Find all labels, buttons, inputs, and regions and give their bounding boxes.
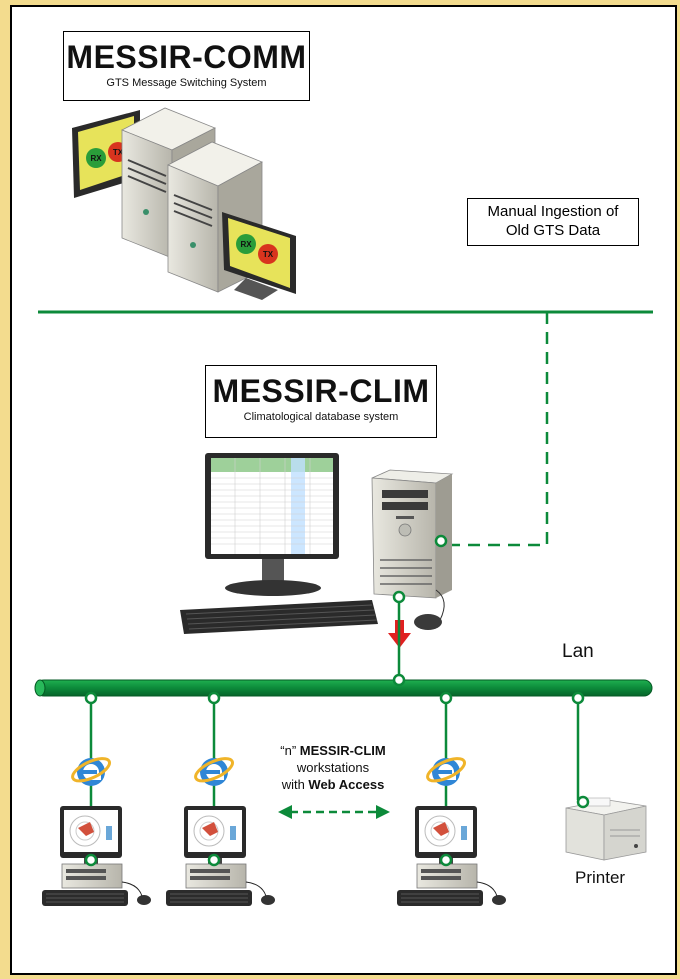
rx-tx-monitor-right-icon: RX TX [222,212,296,300]
web-access-double-arrow [278,805,390,819]
workstation-3 [396,805,507,907]
manual-ingestion-box: Manual Ingestion of Old GTS Data [467,198,639,246]
internet-explorer-icon [423,752,470,788]
keyboard-icon [180,600,378,634]
desktop-computer-icon [371,469,454,599]
internet-explorer-icon [191,752,238,788]
clim-lan-node [392,590,406,604]
workstations-with: with [281,777,309,792]
manual-ingestion-dashed-link [446,312,549,547]
rx-label: RX [90,154,102,163]
lan-label: Lan [562,641,594,662]
rx-label: RX [240,240,252,249]
printer-label: Printer [575,868,626,887]
workstation-2 [165,805,276,907]
workstations-count: “n” [280,743,300,758]
internet-explorer-icon [68,752,115,788]
messir-clim-title-box: MESSIR-CLIM Climatological database syst… [205,365,437,438]
workstations-caption: “n” MESSIR-CLIM workstations with Web Ac… [258,742,408,793]
tx-label: TX [263,250,274,259]
messir-comm-title-box: MESSIR-COMM GTS Message Switching System [63,31,310,101]
messir-comm-subtitle: GTS Message Switching System [106,77,267,89]
manual-ingestion-line2: Old GTS Data [505,222,601,239]
workstation-1 [41,805,152,907]
mouse-icon [414,589,445,630]
tx-label: TX [113,148,124,157]
printer-icon [565,797,647,861]
clim-monitor-icon [205,453,339,596]
comm-servers: RX TX RX TX [72,107,296,300]
clim-dashed-node [434,534,448,548]
messir-clim-title: MESSIR-CLIM [212,373,430,409]
lan-node [392,673,406,687]
manual-ingestion-line1: Manual Ingestion of [487,203,619,220]
workstations-web-access: Web Access [308,777,385,792]
messir-comm-title: MESSIR-COMM [66,39,307,75]
messir-clim-subtitle: Climatological database system [243,411,399,423]
workstations-line2: workstations [296,760,370,775]
lan-bus [34,679,653,697]
workstations-product: MESSIR-CLIM [299,743,386,758]
